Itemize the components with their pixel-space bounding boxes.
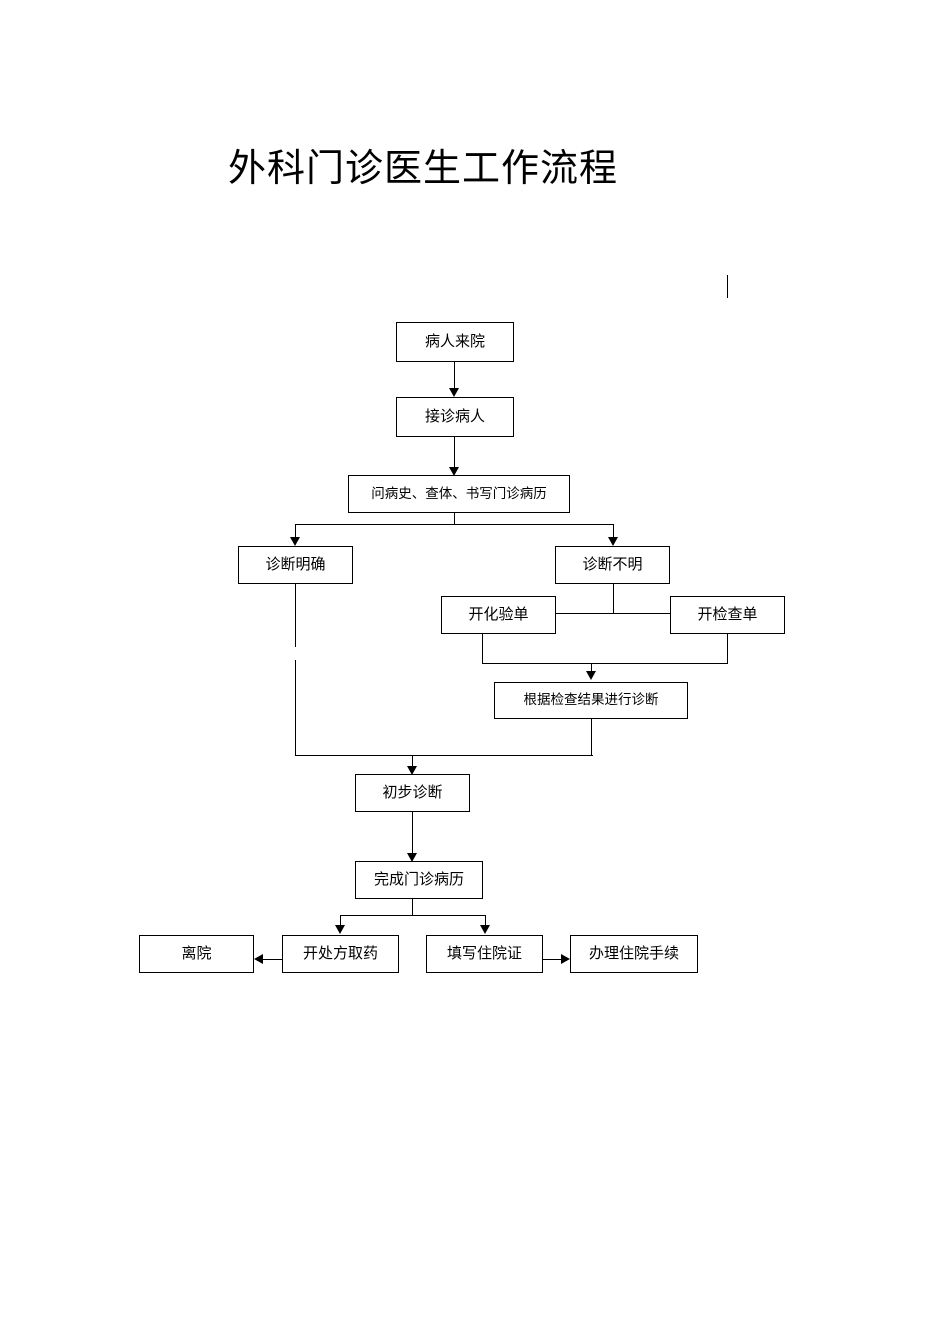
edge-n13-n14-line <box>543 959 562 960</box>
node-label: 办理住院手续 <box>588 945 679 962</box>
edge-n6-merge-line <box>482 634 483 664</box>
node-label: 开处方取药 <box>302 945 378 962</box>
node-exam-order[interactable]: 开检查单 <box>670 596 785 634</box>
edge-n6-n7-merge-bar <box>482 663 727 664</box>
edge-merge-n9-stem <box>412 755 413 767</box>
edge-n3-n4-line <box>295 524 296 538</box>
node-admission-form[interactable]: 填写住院证 <box>426 935 543 973</box>
edge-merge-n9-arrow <box>406 766 417 775</box>
node-receive-patient[interactable]: 接诊病人 <box>396 397 514 437</box>
node-label: 开检查单 <box>697 606 758 623</box>
edge-merge-n9-bar <box>295 755 593 756</box>
node-label: 填写住院证 <box>446 945 522 962</box>
node-label: 接诊病人 <box>424 408 485 425</box>
edge-n12-n11-arrow <box>254 953 263 964</box>
edge-n4-down-segment-1 <box>295 584 296 647</box>
node-label: 病人来院 <box>424 333 485 350</box>
edge-n8-down-line <box>591 719 592 756</box>
stray-tick-mark <box>727 275 728 298</box>
node-diagnosis-clear[interactable]: 诊断明确 <box>238 546 353 584</box>
edge-n3-split-bar <box>295 524 614 525</box>
node-label: 离院 <box>181 945 212 962</box>
edge-n7-merge-line <box>727 634 728 664</box>
node-lab-test-order[interactable]: 开化验单 <box>441 596 556 634</box>
node-label: 初步诊断 <box>382 784 443 801</box>
edge-n10-n12-arrow <box>334 925 345 934</box>
node-label: 诊断明确 <box>265 556 326 573</box>
edge-n5-split-stem <box>613 584 614 614</box>
page-title: 外科门诊医生工作流程 <box>228 148 619 190</box>
edge-n10-n13-line <box>485 915 486 926</box>
node-label: 问病史、查体、书写门诊病历 <box>371 485 547 501</box>
edge-n1-n2-arrow <box>448 388 459 397</box>
node-diagnose-by-results[interactable]: 根据检查结果进行诊断 <box>494 682 688 719</box>
edge-n9-n10-arrow <box>406 853 417 862</box>
edge-n9-n10-line <box>412 812 413 854</box>
edge-n2-n3-arrow <box>448 467 459 476</box>
node-label: 完成门诊病历 <box>373 871 464 888</box>
edge-n3-n4-arrow <box>289 537 300 546</box>
edge-merge-n8-stem <box>591 663 592 672</box>
node-patient-arrives[interactable]: 病人来院 <box>396 322 514 362</box>
edge-n10-n13-arrow <box>479 925 490 934</box>
node-preliminary-diagnosis[interactable]: 初步诊断 <box>355 774 470 812</box>
node-diagnosis-unclear[interactable]: 诊断不明 <box>555 546 670 584</box>
node-history-exam-record[interactable]: 问病史、查体、书写门诊病历 <box>348 475 570 513</box>
node-admission-procedure[interactable]: 办理住院手续 <box>570 935 698 973</box>
edge-n2-n3-line <box>454 437 455 468</box>
edge-n12-n11-line <box>263 959 282 960</box>
edge-n5-split-bar <box>556 613 727 614</box>
node-label: 根据检查结果进行诊断 <box>523 692 659 708</box>
edge-n4-down-segment-2 <box>295 660 296 756</box>
node-complete-record[interactable]: 完成门诊病历 <box>355 861 483 899</box>
edge-n3-split-stem <box>454 513 455 525</box>
node-leave-hospital[interactable]: 离院 <box>139 935 254 973</box>
edge-n3-n5-line <box>613 524 614 538</box>
node-label: 诊断不明 <box>582 556 643 573</box>
edge-n3-n5-arrow <box>607 537 618 546</box>
edge-n1-n2-line <box>454 362 455 389</box>
edge-n13-n14-arrow <box>561 953 570 964</box>
edge-merge-n8-arrow <box>585 671 596 680</box>
node-label: 开化验单 <box>468 606 529 623</box>
edge-n10-split-bar <box>340 915 485 916</box>
node-prescription-pickup[interactable]: 开处方取药 <box>282 935 399 973</box>
edge-n10-n12-line <box>340 915 341 926</box>
edge-n10-split-stem <box>412 899 413 916</box>
